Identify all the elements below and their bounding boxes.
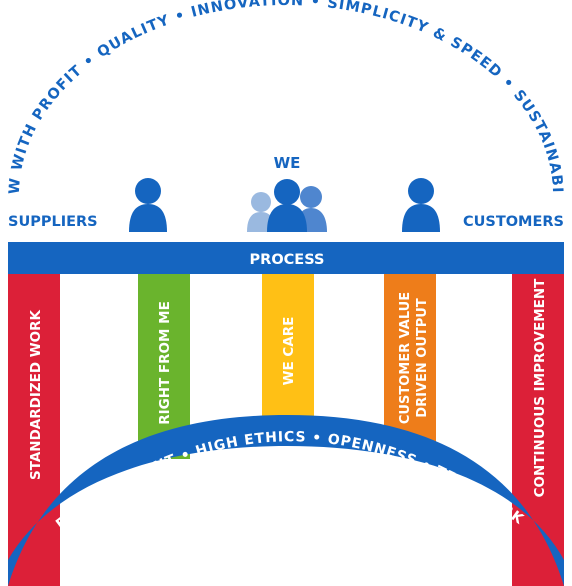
process-label: PROCESS [250, 252, 325, 268]
pillar-label-we-care: WE CARE [281, 317, 297, 386]
foundation-arch [8, 415, 564, 586]
pillar-label-customer-value-line2: DRIVEN OUTPUT [415, 298, 430, 418]
we-label: WE [274, 154, 301, 172]
pillar-continuous-improvement [512, 274, 564, 586]
bottom-arc-values: EMPOWERMENT • HIGH ETHICS • OPENNESS • T… [53, 429, 527, 533]
pillar-standardized-work [8, 274, 60, 586]
we-group-icon [247, 179, 327, 232]
pillar-we-care [262, 274, 314, 434]
suppliers-label: SUPPLIERS [8, 214, 98, 230]
pillar-label-standardized-work: STANDARDIZED WORK [28, 309, 44, 480]
pillar-label-customer-value-line1: CUSTOMER VALUE [398, 292, 413, 424]
pillar-label-right-from-me: RIGHT FROM ME [157, 301, 173, 425]
bottom-arc-text: EMPOWERMENT • HIGH ETHICS • OPENNESS • T… [53, 429, 526, 533]
process-beam [8, 242, 564, 274]
supplier-person-icon [129, 178, 167, 232]
customers-label: CUSTOMERS [463, 214, 564, 230]
customer-person-icon [402, 178, 440, 232]
pillar-label-continuous-improvement: CONTINUOUS IMPROVEMENT [532, 278, 548, 498]
pillar-customer-value [384, 274, 436, 454]
